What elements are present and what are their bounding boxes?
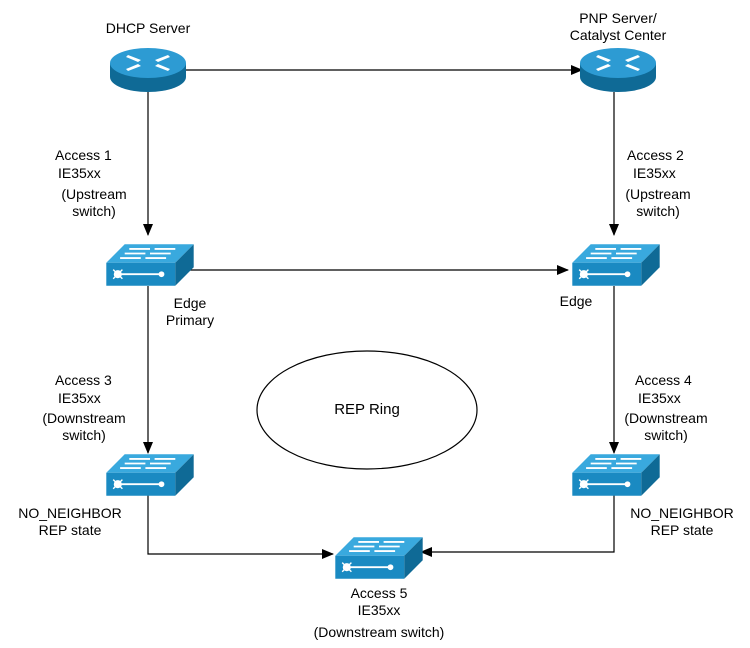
access1-role: (Upstream switch)	[46, 186, 142, 220]
access3-state-line2: REP state	[38, 522, 102, 538]
pnp-label-line1: PNP Server/	[579, 10, 657, 26]
access1-label: Access 1	[55, 147, 112, 163]
access2-label: Access 2	[627, 147, 684, 163]
access4-model: IE35xx	[638, 390, 681, 406]
access5-switch-icon	[334, 536, 424, 580]
rep-ring-label: REP Ring	[334, 401, 400, 418]
access3-label: Access 3	[55, 372, 112, 388]
access4-role-line1: (Downstream	[624, 410, 708, 426]
access3-role-line1: (Downstream	[42, 410, 126, 426]
access5-role: (Downstream switch)	[313, 624, 445, 640]
access2-role: (Upstream switch)	[610, 186, 706, 220]
access3-role: (Downstream switch)	[30, 410, 138, 444]
access2-role-line1: (Upstream	[625, 186, 691, 202]
access3-state: NO_NEIGHBOR REP state	[2, 505, 138, 539]
dhcp-router-icon	[110, 48, 186, 92]
access3-state-line1: NO_NEIGHBOR	[18, 505, 122, 521]
access1-model: IE35xx	[58, 165, 101, 181]
edge-primary-switch-icon	[105, 243, 195, 287]
access5-model: IE35xx	[357, 602, 401, 618]
access4-role: (Downstream switch)	[612, 410, 720, 444]
access1-role-line1: (Upstream	[61, 186, 127, 202]
access4-state-line1: NO_NEIGHBOR	[630, 505, 734, 521]
access3-model: IE35xx	[58, 390, 101, 406]
access3-switch-icon	[105, 453, 195, 497]
access4-role-line2: switch)	[644, 427, 688, 443]
link-access3-to-access5	[147, 495, 334, 559]
edge-primary-label: Edge Primary	[150, 295, 230, 329]
pnp-router-icon	[580, 48, 656, 92]
access5-label: Access 5	[350, 585, 408, 601]
access3-role-line2: switch)	[62, 427, 106, 443]
pnp-server-label: PNP Server/ Catalyst Center	[556, 10, 680, 44]
access1-role-line2: switch)	[72, 203, 116, 219]
link-access4-to-access5	[420, 495, 615, 557]
connection-lines	[143, 65, 619, 559]
access2-role-line2: switch)	[636, 203, 680, 219]
dhcp-server-label: DHCP Server	[105, 20, 191, 36]
access4-state: NO_NEIGHBOR REP state	[614, 505, 750, 539]
rep-ring-ellipse	[256, 350, 478, 470]
access4-state-line2: REP state	[650, 522, 714, 538]
pnp-label-line2: Catalyst Center	[569, 27, 667, 43]
edge-primary-line2: Primary	[165, 312, 215, 328]
access2-model: IE35xx	[633, 165, 676, 181]
edge-switch-icon	[571, 243, 661, 287]
edge-primary-line1: Edge	[173, 295, 207, 311]
access4-switch-icon	[571, 453, 661, 497]
access4-label: Access 4	[635, 372, 692, 388]
edge-label: Edge	[559, 293, 593, 309]
